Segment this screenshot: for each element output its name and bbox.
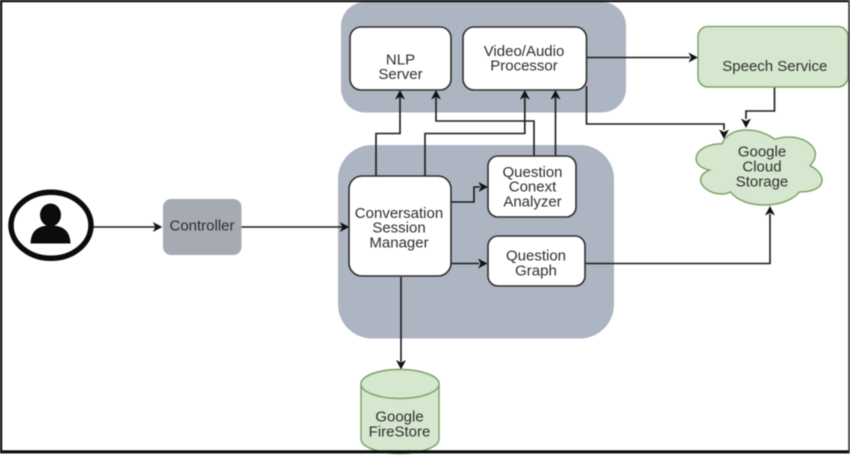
- svg-text:Question: Question: [502, 164, 562, 181]
- svg-text:Google: Google: [738, 144, 786, 161]
- svg-text:Cloud: Cloud: [742, 159, 781, 176]
- svg-text:FireStore: FireStore: [369, 423, 431, 440]
- svg-text:Conext: Conext: [509, 179, 557, 196]
- svg-text:NLP: NLP: [386, 52, 415, 69]
- svg-text:Session: Session: [372, 220, 425, 237]
- svg-text:Speech Service: Speech Service: [722, 58, 827, 75]
- svg-text:Conversation: Conversation: [355, 205, 443, 222]
- svg-text:Manager: Manager: [369, 234, 428, 251]
- svg-text:Video/Audio: Video/Audio: [484, 43, 565, 60]
- svg-text:Question: Question: [506, 248, 566, 265]
- svg-text:Graph: Graph: [515, 262, 557, 279]
- svg-text:Processor: Processor: [490, 58, 558, 75]
- svg-text:Storage: Storage: [736, 174, 789, 191]
- svg-text:Google: Google: [375, 409, 423, 426]
- svg-text:Server: Server: [378, 66, 422, 83]
- svg-text:Analyzer: Analyzer: [503, 193, 561, 210]
- svg-text:Controller: Controller: [169, 218, 234, 235]
